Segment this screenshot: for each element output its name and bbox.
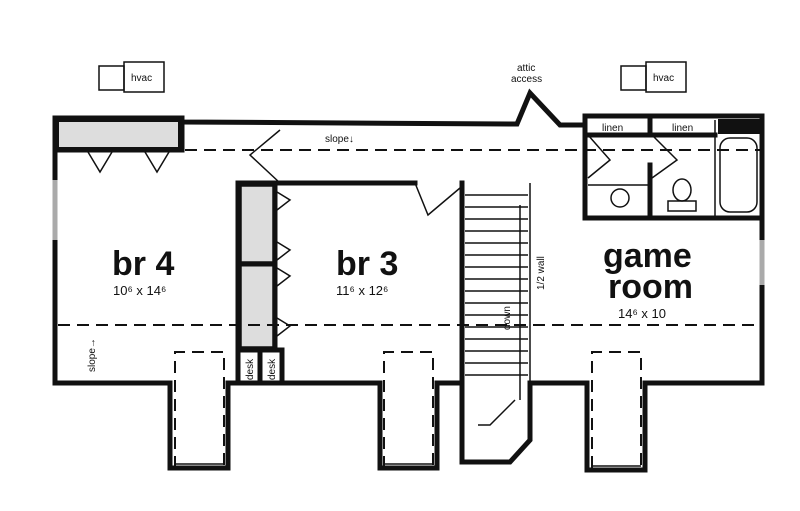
half-wall-label: 1/2 wall <box>536 256 547 290</box>
stairs-down-label: down <box>502 306 513 330</box>
hvac-label: hvac <box>131 73 152 84</box>
slope-label: slope↓ <box>325 134 354 145</box>
linen-label: linen <box>602 123 623 134</box>
stair-arrow <box>478 399 516 426</box>
br3-walls <box>235 180 465 386</box>
room-name-game-room: game <box>603 237 692 275</box>
room-name-br3: br 3 <box>336 245 398 283</box>
staircase <box>465 183 531 400</box>
exterior-walls <box>52 88 765 473</box>
attic-access-label: attic <box>517 63 535 74</box>
room-size-br4: 10⁶ x 14⁶ <box>113 283 166 298</box>
room-name-game-room: room <box>608 268 693 306</box>
door-swing <box>248 129 281 184</box>
dormers <box>174 351 642 468</box>
hvac-unit-right: hvac <box>620 61 687 93</box>
bathroom <box>585 117 760 219</box>
room-name-br4: br 4 <box>112 245 174 283</box>
room-size-game-room: 14⁶ x 10 <box>618 306 666 321</box>
attic-access-label: access <box>511 74 542 85</box>
slope-label: slope→ <box>87 338 98 372</box>
br4-closet <box>52 115 185 174</box>
hvac-unit-left: hvac <box>98 61 165 93</box>
room-size-br3: 11⁶ x 12⁶ <box>336 283 388 298</box>
linen-label: linen <box>672 123 693 134</box>
desk-label: desk <box>267 358 278 380</box>
hvac-label: hvac <box>653 73 674 84</box>
desk-label: desk <box>245 358 256 380</box>
